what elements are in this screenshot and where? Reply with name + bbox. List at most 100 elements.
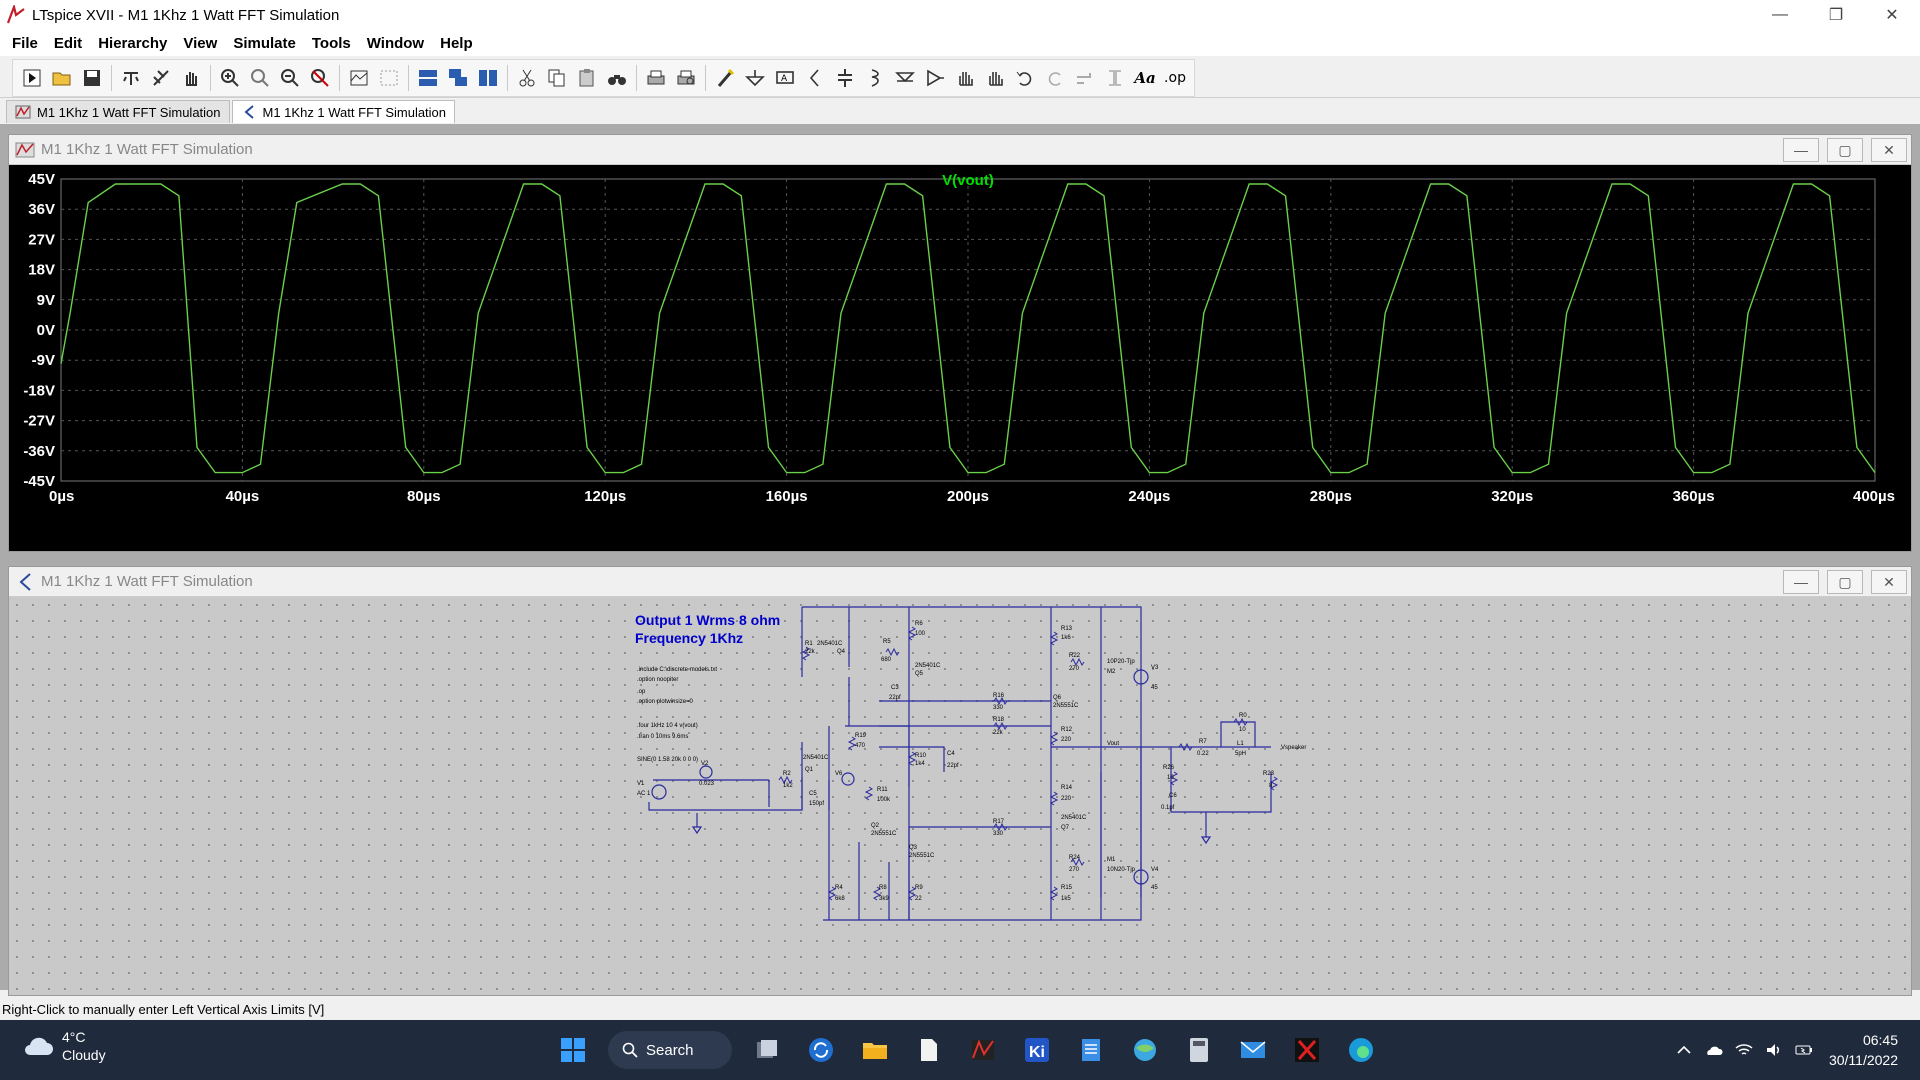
notepad-icon[interactable]	[907, 1028, 951, 1072]
kicad-icon[interactable]: Ki	[1015, 1028, 1059, 1072]
mail-icon[interactable]	[1231, 1028, 1275, 1072]
net-label-vout[interactable]: Vout	[1107, 741, 1119, 747]
file-explorer-icon[interactable]	[853, 1028, 897, 1072]
ground-icon[interactable]	[741, 64, 769, 92]
wifi-icon[interactable]	[1731, 1037, 1757, 1063]
directive-plotwinsize[interactable]: .option plotwinsize=0	[637, 699, 694, 705]
directive-include[interactable]: .include C:\discrete models.txt	[637, 667, 717, 673]
menu-file[interactable]: File	[12, 34, 38, 52]
edge-icon[interactable]	[1339, 1028, 1383, 1072]
label-net-icon[interactable]: A	[771, 64, 799, 92]
zoom-out-icon[interactable]	[276, 64, 304, 92]
clock[interactable]: 06:45 30/11/2022	[1829, 1030, 1898, 1070]
start-icon[interactable]	[551, 1028, 595, 1072]
copy-icon[interactable]	[543, 64, 571, 92]
label-r9-value: 22	[915, 896, 922, 902]
notes-icon[interactable]	[1069, 1028, 1113, 1072]
draw-wire-icon[interactable]	[711, 64, 739, 92]
schematic-minimize-button[interactable]: —	[1783, 570, 1819, 594]
schematic-heading-2: Frequency 1Khz	[635, 630, 743, 646]
halt-icon[interactable]	[147, 64, 175, 92]
clock-date: 30/11/2022	[1828, 1052, 1898, 1068]
task-view-icon[interactable]	[745, 1028, 789, 1072]
schematic-window-titlebar: M1 1Khz 1 Watt FFT Simulation	[9, 567, 1911, 597]
text-icon[interactable]: Aa	[1134, 68, 1156, 87]
schematic-drawing[interactable]: Output 1 Wrms 8 ohm Frequency 1Khz .incl…	[9, 597, 1911, 995]
tile-vertical-icon[interactable]	[474, 64, 502, 92]
menu-help[interactable]: Help	[440, 34, 473, 52]
tab-schematic[interactable]: M1 1Khz 1 Watt FFT Simulation	[231, 100, 456, 123]
move-icon[interactable]	[951, 64, 979, 92]
paste-icon[interactable]	[573, 64, 601, 92]
menu-hierarchy[interactable]: Hierarchy	[98, 34, 168, 52]
directive-option[interactable]: .option noopiter	[637, 677, 678, 683]
taskbar-search[interactable]: Search	[608, 1031, 732, 1069]
capacitor-icon[interactable]	[831, 64, 859, 92]
close-button[interactable]: ✕	[1885, 7, 1899, 24]
label-r5-value: 680	[881, 657, 892, 663]
minimize-button[interactable]: —	[1772, 6, 1788, 23]
menu-simulate[interactable]: Simulate	[233, 34, 296, 52]
component-icon[interactable]	[921, 64, 949, 92]
label-r1: R1	[805, 641, 813, 647]
directive-op[interactable]: .op	[637, 689, 646, 695]
restore-button[interactable]: ❐	[1828, 7, 1844, 24]
inductor-icon[interactable]	[861, 64, 889, 92]
source-sine[interactable]: SINE(0 1.58 20k 0 0 0)	[637, 757, 698, 763]
sync-app-icon[interactable]	[799, 1028, 843, 1072]
diode-icon[interactable]	[891, 64, 919, 92]
ltspice-icon[interactable]	[1285, 1028, 1329, 1072]
zoom-area-icon[interactable]	[246, 64, 274, 92]
cascade-icon[interactable]	[444, 64, 472, 92]
ltspice-waveform-icon[interactable]	[961, 1028, 1005, 1072]
document-tabs: M1 1Khz 1 Watt FFT Simulation M1 1Khz 1 …	[0, 99, 1920, 123]
open-icon[interactable]	[48, 64, 76, 92]
menu-view[interactable]: View	[183, 34, 218, 52]
undo-icon[interactable]	[1011, 64, 1039, 92]
autorange-icon[interactable]	[345, 64, 373, 92]
tab-waveform[interactable]: M1 1Khz 1 Watt FFT Simulation	[6, 100, 230, 123]
browser-icon[interactable]	[1123, 1028, 1167, 1072]
cut-icon[interactable]	[513, 64, 541, 92]
menu-tools[interactable]: Tools	[311, 34, 351, 52]
chevron-up-icon[interactable]	[1671, 1037, 1697, 1063]
net-label-vspeaker[interactable]: Vspeaker	[1281, 745, 1306, 751]
zoom-fit-icon[interactable]	[306, 64, 334, 92]
waveform-maximize-button[interactable]: ▢	[1827, 138, 1863, 162]
waveform-minimize-button[interactable]: —	[1783, 138, 1819, 162]
schematic-maximize-button[interactable]: ▢	[1827, 570, 1863, 594]
grid-icon[interactable]	[375, 64, 403, 92]
schematic-close-button[interactable]: ✕	[1871, 570, 1907, 594]
schematic-canvas[interactable]: Output 1 Wrms 8 ohm Frequency 1Khz .incl…	[9, 597, 1911, 995]
directive-four[interactable]: .four 1kHz 10 4 v(vout)	[637, 723, 698, 729]
calculator-icon[interactable]	[1177, 1028, 1221, 1072]
print-icon[interactable]	[642, 64, 670, 92]
mirror-icon[interactable]	[1101, 64, 1129, 92]
print-preview-icon[interactable]	[672, 64, 700, 92]
onedrive-icon[interactable]	[1701, 1037, 1727, 1063]
battery-icon[interactable]	[1791, 1037, 1817, 1063]
rotate-icon[interactable]	[1071, 64, 1099, 92]
resistor-icon[interactable]	[801, 64, 829, 92]
zoom-in-icon[interactable]	[216, 64, 244, 92]
spice-directive-icon[interactable]: .op	[1164, 69, 1186, 86]
tile-horizontal-icon[interactable]	[414, 64, 442, 92]
menu-window[interactable]: Window	[366, 34, 425, 52]
drag-icon[interactable]	[981, 64, 1009, 92]
redo-icon[interactable]	[1041, 64, 1069, 92]
menu-bar: File Edit Hierarchy View Simulate Tools …	[0, 30, 1920, 56]
save-icon[interactable]	[78, 64, 106, 92]
volume-icon[interactable]	[1761, 1037, 1787, 1063]
directive-tran[interactable]: .tran 0 10ms 9.6ms	[637, 734, 688, 740]
pan-icon[interactable]	[177, 64, 205, 92]
weather-widget[interactable]: 4°C Cloudy	[22, 1028, 106, 1064]
run-icon[interactable]	[18, 64, 46, 92]
find-icon[interactable]	[603, 64, 631, 92]
control-panel-icon[interactable]	[117, 64, 145, 92]
waveform-close-button[interactable]: ✕	[1871, 138, 1907, 162]
label-v1: V1	[637, 781, 645, 787]
menu-edit[interactable]: Edit	[53, 34, 83, 52]
